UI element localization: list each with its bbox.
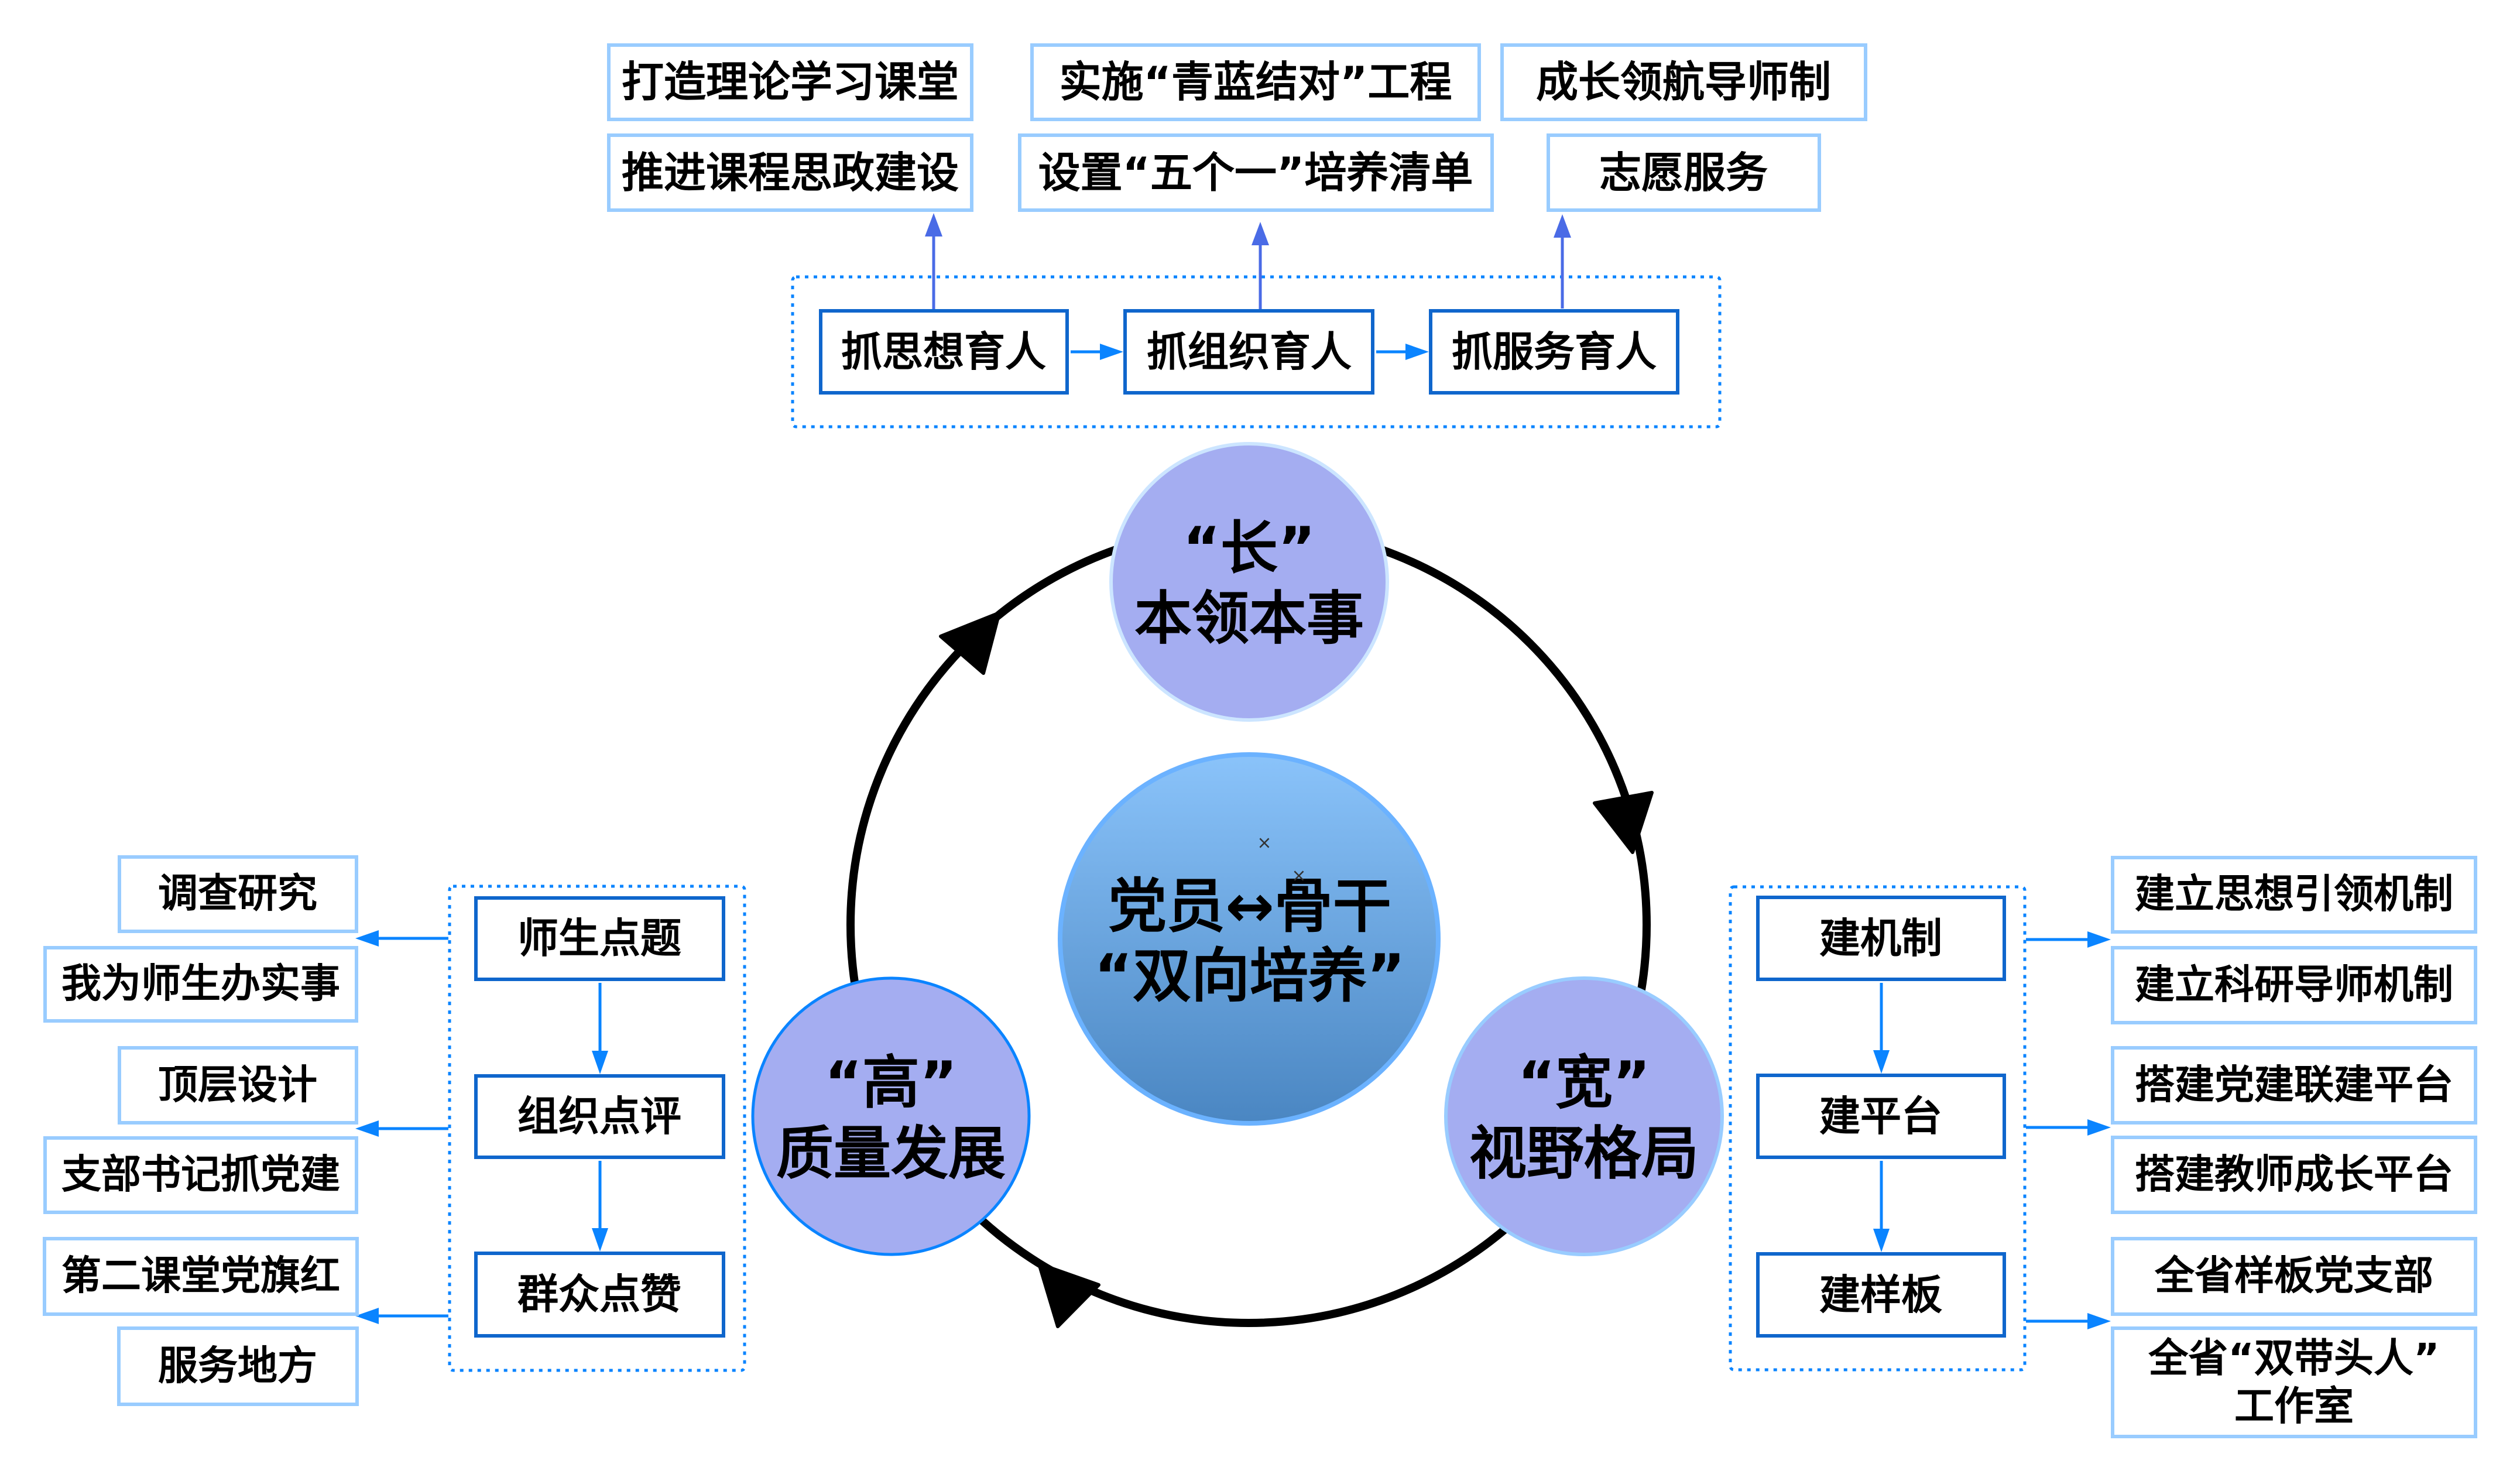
arrow-right (2026, 931, 2111, 948)
node-right-kuan: “宽” 视野格局 (1444, 976, 1724, 1256)
left-step-group (448, 885, 746, 1372)
step-box: 群众点赞 (474, 1252, 725, 1338)
outcome-box: 搭建教师成长平台 (2111, 1136, 2477, 1214)
outcome-box: 实施“青蓝结对”工程 (1030, 43, 1481, 121)
outcome-label: 搭建教师成长平台 (2135, 1152, 2453, 1198)
outcome-label-line: 全省“双带头人” (2148, 1336, 2439, 1382)
arrow-left (355, 1308, 448, 1324)
outcome-box: 推进课程思政建设 (607, 133, 973, 212)
cycle-arrowhead (939, 611, 1001, 675)
step-label: 师生点题 (517, 914, 681, 962)
step-label: 建平台 (1819, 1092, 1942, 1140)
arrow-up (925, 213, 942, 309)
arrow-right (2026, 1119, 2111, 1136)
arrow-right (1376, 344, 1429, 360)
outcome-box: 设置“五个一”培养清单 (1018, 133, 1494, 212)
center-node: 党员↔骨干 “双向培养” × × (1058, 752, 1441, 1126)
step-label: 建机制 (1819, 914, 1942, 962)
arrow-down (592, 1161, 608, 1252)
arrow-up (1252, 222, 1269, 309)
outcome-label: 第二课堂党旗红 (61, 1253, 340, 1300)
outcome-box: 全省“双带头人” 工作室 (2111, 1326, 2477, 1438)
outcome-label: 建立科研导师机制 (2135, 962, 2453, 1009)
outcome-label: 支部书记抓党建 (61, 1152, 340, 1198)
outcome-box: 第二课堂党旗红 (43, 1237, 359, 1316)
right-step-group (1729, 885, 2027, 1372)
arrow-right (2026, 1313, 2111, 1329)
step-label: 抓思想育人 (841, 328, 1046, 376)
node-subtitle: 质量发展 (776, 1120, 1006, 1187)
outcome-box: 服务地方 (117, 1326, 359, 1406)
outcome-label: 调查研究 (158, 871, 317, 917)
cycle-arrowhead (1037, 1262, 1100, 1328)
node-subtitle: 视野格局 (1469, 1120, 1699, 1187)
arrow-left (355, 1120, 448, 1137)
outcome-label: 搭建党建联建平台 (2135, 1062, 2453, 1109)
outcome-label: 服务地方 (158, 1343, 317, 1390)
node-top-chang: “长” 本领本事 (1109, 442, 1389, 722)
outcome-label: 志愿服务 (1599, 148, 1768, 197)
outcome-box: 志愿服务 (1547, 133, 1821, 212)
outcome-box: 建立科研导师机制 (2111, 946, 2477, 1024)
outcome-box: 建立思想引领机制 (2111, 856, 2477, 934)
step-box: 抓思想育人 (819, 309, 1069, 395)
outcome-box: 成长领航导师制 (1500, 43, 1867, 121)
cycle-arrowhead (1593, 791, 1654, 854)
step-box: 建机制 (1756, 896, 2006, 981)
arrow-down (1873, 1161, 1890, 1252)
outcome-label: 顶层设计 (158, 1062, 317, 1109)
outcome-box: 搭建党建联建平台 (2111, 1046, 2477, 1125)
top-step-group (791, 275, 1722, 428)
node-subtitle: 本领本事 (1134, 585, 1364, 652)
top-outcomes-lower: 推进课程思政建设 设置“五个一”培养清单 志愿服务 (607, 133, 1821, 212)
center-subtitle: “双向培养” (1094, 942, 1405, 1010)
outcome-label: 建立思想引领机制 (2135, 872, 2453, 918)
outcome-box: 全省样板党支部 (2111, 1237, 2477, 1316)
step-box: 抓组织育人 (1123, 309, 1374, 395)
node-left-gao: “高” 质量发展 (751, 976, 1031, 1256)
step-label: 抓服务育人 (1452, 328, 1657, 376)
step-box: 建样板 (1756, 1252, 2006, 1338)
outcome-box: 顶层设计 (118, 1046, 358, 1125)
outcome-box: 我为师生办实事 (43, 946, 358, 1023)
node-title: “宽” (1518, 1050, 1651, 1116)
step-label: 群众点赞 (517, 1270, 681, 1318)
top-outcomes-upper: 打造理论学习课堂 实施“青蓝结对”工程 成长领航导师制 (607, 43, 1867, 121)
center-title: 党员↔骨干 (1108, 872, 1391, 941)
step-label: 建样板 (1819, 1271, 1942, 1319)
arrow-right (1071, 344, 1123, 360)
outcome-label: 全省样板党支部 (2154, 1253, 2433, 1300)
step-box: 抓服务育人 (1429, 309, 1679, 395)
outcome-box: 调查研究 (118, 855, 358, 933)
step-label: 抓组织育人 (1147, 328, 1352, 376)
outcome-label: 我为师生办实事 (61, 961, 340, 1007)
step-box: 师生点题 (474, 896, 725, 981)
node-title: “高” (825, 1050, 958, 1116)
arrow-down (1873, 983, 1890, 1074)
outcome-label-line: 工作室 (2234, 1384, 2354, 1430)
node-title: “长” (1183, 515, 1316, 582)
outcome-label: 推进课程思政建设 (622, 148, 959, 197)
outcome-box: 打造理论学习课堂 (607, 43, 973, 121)
outcome-box: 支部书记抓党建 (43, 1136, 358, 1214)
step-box: 建平台 (1756, 1074, 2006, 1159)
outcome-label: 实施“青蓝结对”工程 (1060, 57, 1452, 107)
arrow-left (355, 930, 448, 947)
outcome-label: 打造理论学习课堂 (622, 57, 959, 107)
arrow-down (592, 983, 608, 1074)
cross-marker-icon: × (1257, 833, 1271, 853)
arrow-up (1554, 214, 1571, 308)
outcome-label: 设置“五个一”培养清单 (1038, 148, 1473, 197)
step-label: 组织点评 (517, 1092, 681, 1140)
step-box: 组织点评 (474, 1074, 725, 1159)
outcome-label: 成长领航导师制 (1536, 57, 1831, 107)
cross-marker-icon: × (1291, 866, 1306, 886)
